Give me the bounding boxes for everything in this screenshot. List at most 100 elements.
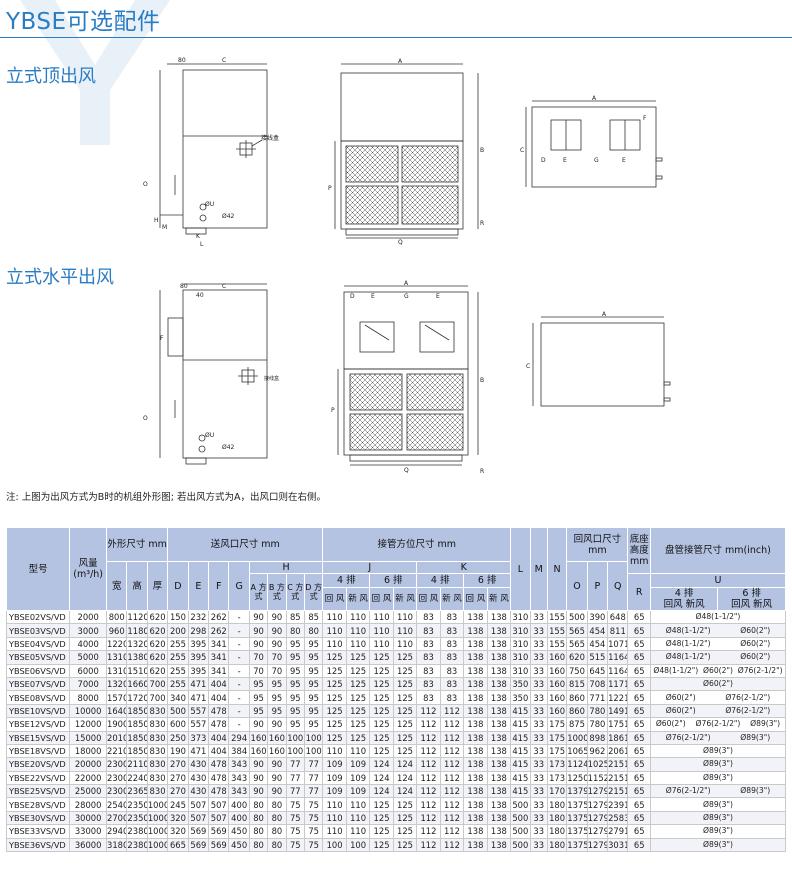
value-cell: 95 [285, 703, 305, 719]
value-cell: 125 [392, 676, 418, 692]
value-cell: 77 [303, 784, 324, 799]
value-cell: 124 [392, 770, 418, 786]
value-cell: 83 [416, 676, 441, 692]
value-cell: 2300 [106, 757, 128, 772]
value-cell: 33 [529, 717, 548, 732]
value-cell: 125 [392, 837, 418, 853]
value-cell: 125 [392, 797, 418, 812]
value-cell: 112 [439, 770, 465, 786]
value-cell: 33000 [69, 824, 108, 839]
svg-text:R: R [480, 220, 484, 227]
value-cell: 33 [529, 623, 548, 638]
value-cell: 110 [345, 609, 371, 625]
value-cell: 6000 [69, 663, 108, 678]
value-cell: 415 [510, 757, 531, 772]
background-watermark [20, 0, 170, 145]
value-cell: 415 [510, 717, 531, 732]
value-cell: 557 [187, 717, 210, 732]
model-cell: YBSE30VS/VD [5, 810, 71, 826]
value-cell: 190 [167, 743, 189, 759]
value-cell: 124 [369, 770, 394, 786]
value-cell: 395 [187, 636, 210, 652]
value-cell: - [228, 636, 250, 652]
value-cell: 95 [248, 703, 269, 719]
value-cell: 1861 [607, 730, 629, 745]
value-cell: 77 [303, 757, 324, 772]
value-cell: 3180 [106, 837, 128, 853]
value-cell: 771 [586, 690, 609, 705]
svg-text:O: O [143, 181, 148, 188]
value-cell: 500 [167, 703, 189, 719]
svg-text:ØU: ØU [205, 201, 214, 208]
value-cell: 294 [228, 730, 250, 745]
value-cell: 478 [208, 717, 230, 732]
value-cell: 155 [546, 636, 568, 652]
value-cell: 15000 [69, 730, 108, 745]
value-cell: 1000 [146, 810, 169, 826]
value-cell: 110 [345, 824, 371, 839]
value-cell: 83 [416, 609, 441, 625]
value-cell: 708 [586, 676, 609, 692]
svg-text:E: E [371, 293, 375, 300]
value-cell: 109 [345, 757, 371, 772]
value-cell: 80 [303, 623, 324, 638]
value-cell: 2380 [126, 837, 148, 853]
value-cell: 80 [248, 837, 269, 853]
value-cell: 262 [208, 623, 230, 638]
value-cell: 1250 [566, 770, 588, 786]
value-cell: 1000 [566, 730, 588, 745]
value-cell: 75 [285, 824, 305, 839]
header-size: 外形尺寸 mm [106, 527, 169, 562]
value-cell: 70 [267, 650, 287, 665]
value-cell: 33 [529, 743, 548, 759]
value-cell: - [228, 690, 250, 705]
value-cell: - [228, 676, 250, 692]
value-cell: 124 [369, 784, 394, 799]
value-cell: 180 [546, 797, 568, 812]
value-cell: 83 [416, 690, 441, 705]
value-cell: 404 [208, 690, 230, 705]
value-cell: 1510 [126, 663, 148, 678]
value-cell: 125 [392, 703, 418, 719]
value-cell: 620 [146, 623, 169, 638]
value-cell: 395 [187, 663, 210, 678]
model-cell: YBSE28VS/VD [5, 797, 71, 812]
pipe-size-cell: Ø48(1-1/2")Ø60(2") [649, 636, 787, 652]
value-cell: 70 [267, 663, 287, 678]
value-cell: 507 [187, 810, 210, 826]
value-cell: 780 [586, 717, 609, 732]
value-cell: 138 [463, 650, 488, 665]
value-cell: 1375 [566, 797, 588, 812]
value-cell: 95 [285, 636, 305, 652]
value-cell: 390 [586, 609, 609, 625]
value-cell: 110 [322, 824, 347, 839]
value-cell: 1751 [607, 717, 629, 732]
value-cell: 95 [285, 663, 305, 678]
value-cell: 65 [627, 797, 651, 812]
value-cell: 112 [416, 730, 441, 745]
value-cell: 700 [146, 676, 169, 692]
value-cell: 125 [369, 663, 394, 678]
value-cell: 18000 [69, 743, 108, 759]
value-cell: 478 [208, 703, 230, 719]
value-cell: 2380 [126, 824, 148, 839]
value-cell: 173 [546, 770, 568, 786]
header-return: 回风口尺寸 [573, 533, 622, 545]
value-cell: 112 [416, 717, 441, 732]
value-cell: 138 [486, 663, 512, 678]
svg-text:L: L [200, 241, 204, 248]
value-cell: 110 [345, 743, 371, 759]
value-cell: 33 [529, 797, 548, 812]
value-cell: 1640 [106, 703, 128, 719]
model-cell: YBSE18VS/VD [5, 743, 71, 759]
value-cell: 2940 [106, 824, 128, 839]
value-cell: 125 [322, 717, 347, 732]
value-cell: 83 [416, 636, 441, 652]
value-cell: 80 [248, 810, 269, 826]
value-cell: 515 [586, 650, 609, 665]
value-cell: 5000 [69, 650, 108, 665]
value-cell: 125 [369, 824, 394, 839]
